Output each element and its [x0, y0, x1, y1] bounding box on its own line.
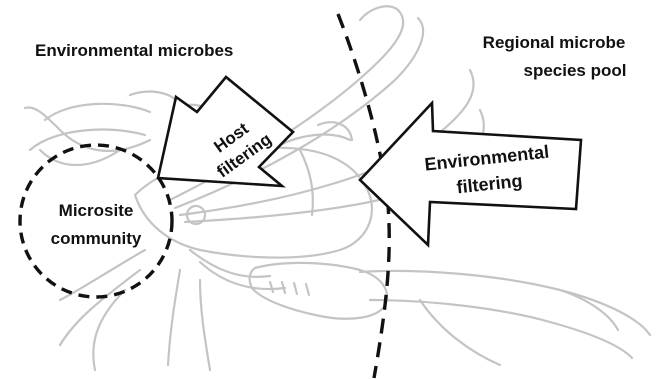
environmental-microbes-label: Environmental microbes	[35, 41, 233, 60]
environmental-filtering-arrow	[360, 103, 581, 245]
microsite-label-line1: Microsite	[59, 201, 134, 220]
regional-pool-label-line2: species pool	[524, 61, 627, 80]
regional-pool-label-line1: Regional microbe	[483, 33, 626, 52]
microsite-label-line2: community	[51, 229, 142, 248]
